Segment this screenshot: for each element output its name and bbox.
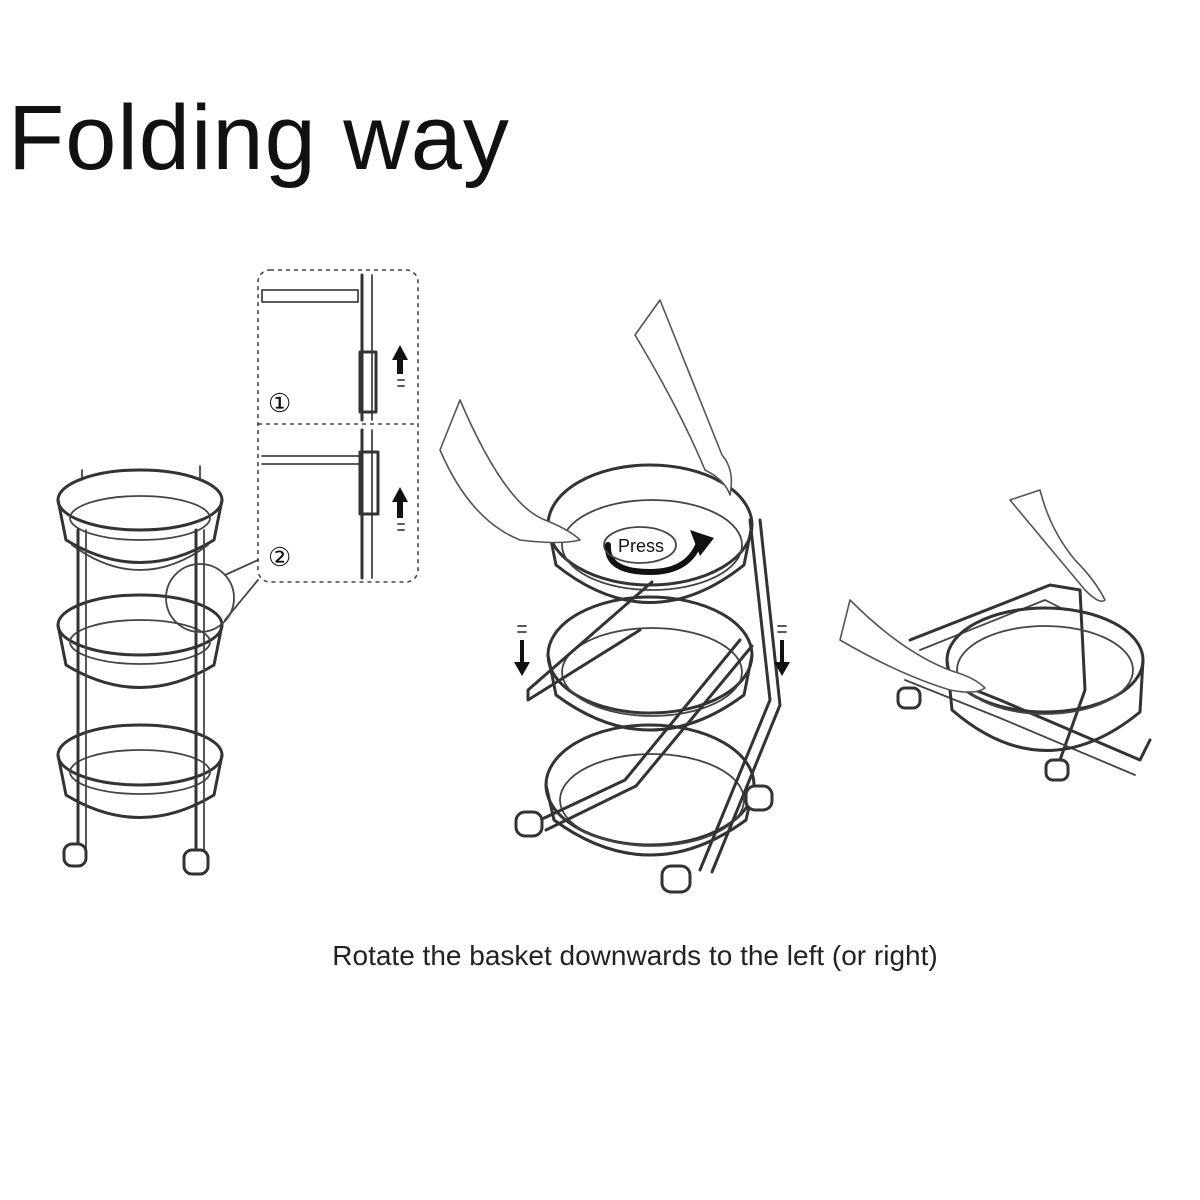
- latch-detail-panel: [257, 269, 419, 583]
- press-label: Press: [618, 536, 664, 556]
- instruction-caption: Rotate the basket downwards to the left …: [332, 940, 938, 971]
- page-title: Folding way: [8, 87, 510, 189]
- upright-cart-illustration: [56, 465, 259, 876]
- folded-cart-illustration: [839, 489, 1152, 782]
- step-2-marker: ②: [268, 542, 291, 572]
- step-1-marker: ①: [268, 388, 291, 418]
- folding-cart-illustration: [439, 299, 790, 894]
